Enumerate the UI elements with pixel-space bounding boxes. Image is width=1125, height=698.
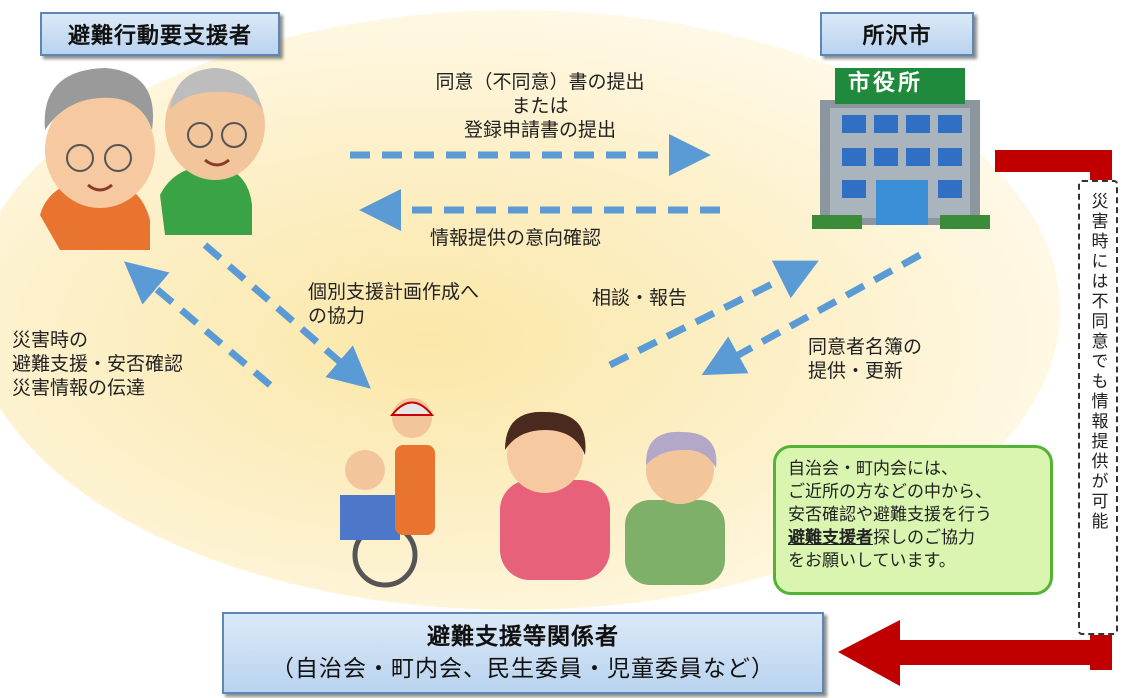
confirm-intent-label: 情報提供の意向確認 xyxy=(430,227,602,249)
bubble-line3: 安否確認や避難支援を行う xyxy=(788,505,992,525)
disaster-label-line2: 避難支援・安否確認 xyxy=(12,353,184,375)
consult-report-label: 相談・報告 xyxy=(592,287,688,309)
stakeholders-examples: （自治会・町内会、民生委員・児童委員など） xyxy=(271,656,775,682)
side-note-box: 災害時には不同意でも情報提供が可能 xyxy=(1078,180,1118,635)
bubble-line2: ご近所の方などの中から、 xyxy=(788,482,992,502)
plan-label-line2: の協力 xyxy=(308,305,366,327)
plan-label-line1: 個別支援計画作成へ xyxy=(308,281,480,303)
elderly-couple-illustration xyxy=(40,68,265,250)
building-sign: 市役所 xyxy=(848,71,924,96)
plan-cooperation-label: 個別支援計画作成へ の協力 xyxy=(308,280,479,328)
bubble-line5: をお願いしています。 xyxy=(788,551,956,571)
bubble-emphasis: 避難支援者 xyxy=(788,528,873,548)
stakeholders-title: 避難支援等関係者 xyxy=(427,624,619,650)
roster-label: 同意者名簿の 提供・更新 xyxy=(808,335,922,383)
disaster-label-line3: 災害情報の伝達 xyxy=(12,377,146,399)
roster-label-line1: 同意者名簿の xyxy=(808,336,923,358)
disaster-support-label: 災害時の 避難支援・安否確認 災害情報の伝達 xyxy=(12,328,183,400)
tokorozawa-city-label: 所沢市 xyxy=(820,12,974,56)
arrow-disaster-support xyxy=(123,261,273,388)
submit-label-block: 同意（不同意）書の提出 または 登録申請書の提出 xyxy=(390,70,690,142)
disaster-label-line1: 災害時の xyxy=(12,329,89,351)
submit-label-line2: または xyxy=(511,95,569,117)
roster-label-line2: 提供・更新 xyxy=(808,360,904,382)
blue-arrows xyxy=(123,134,922,389)
at-risk-persons-label: 避難行動要支援者 xyxy=(40,12,280,56)
submit-label-line1: 同意（不同意）書の提出 xyxy=(435,71,645,93)
supporters-illustration xyxy=(340,398,725,588)
arrow-consult-report xyxy=(608,260,819,369)
bubble-line4-rest: 探しのご協力 xyxy=(873,528,975,548)
submit-label-line3: 登録申請書の提出 xyxy=(463,119,616,141)
support-stakeholders-label: 避難支援等関係者 （自治会・町内会、民生委員・児童委員など） xyxy=(222,612,824,694)
bubble-line1: 自治会・町内会には、 xyxy=(788,459,958,479)
side-note-text: 災害時には不同意でも情報提供が可能 xyxy=(1087,192,1108,532)
arrow-roster-provide xyxy=(701,251,922,376)
bubble-line4: 避難支援者探しのご協力 xyxy=(788,527,1038,550)
city-hall-building-illustration xyxy=(812,68,990,229)
request-bubble: 自治会・町内会には、 ご近所の方などの中から、 安否確認や避難支援を行う 避難支… xyxy=(773,445,1053,595)
arrow-plan-cooperation xyxy=(202,242,371,389)
red-arrow-disaster-sharing xyxy=(838,150,1112,686)
